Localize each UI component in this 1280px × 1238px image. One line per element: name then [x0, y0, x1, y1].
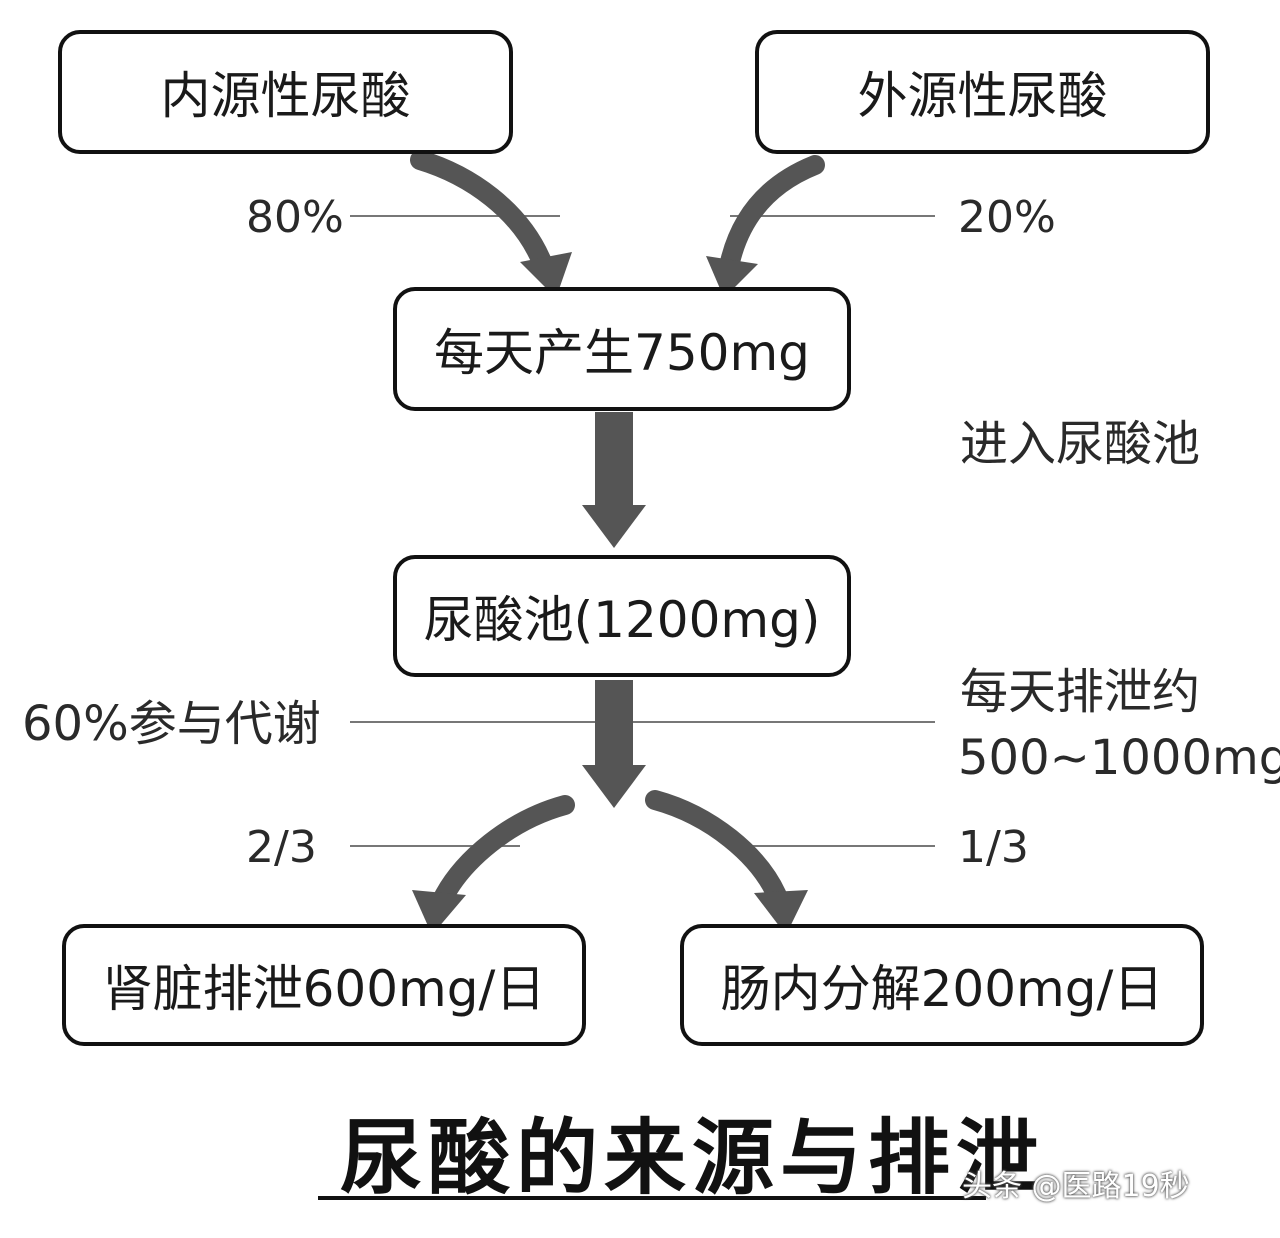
- enter-pool-label: 进入尿酸池: [960, 416, 1201, 472]
- watermark: 头条 @医路19秒: [962, 1169, 1190, 1204]
- arrowhead-pool-down: [582, 765, 646, 808]
- endogenous-share-label: 80%: [246, 192, 344, 243]
- arrowhead-kidney: [412, 890, 466, 935]
- arrow-production-to-pool-shaft: [595, 412, 633, 510]
- endogenous-uric-acid-box: 内源性尿酸: [58, 30, 513, 154]
- daily-production-box: 每天产生750mg: [393, 287, 851, 411]
- daily-production-label: 每天产生750mg: [434, 324, 810, 382]
- intestine-decomposition-box: 肠内分解200mg/日: [680, 924, 1204, 1046]
- exogenous-uric-acid-box: 外源性尿酸: [755, 30, 1210, 154]
- arrow-to-kidney: [432, 795, 575, 910]
- uric-acid-pool-label: 尿酸池(1200mg): [423, 591, 821, 649]
- title-underline: [318, 1196, 986, 1200]
- metabolism-label: 60%参与代谢: [22, 696, 321, 752]
- arrow-pool-down-shaft: [595, 680, 633, 770]
- arrow-exogenous-to-production: [720, 155, 825, 272]
- arrowhead-production-to-pool: [582, 505, 646, 548]
- arrowhead-exogenous: [706, 256, 758, 298]
- arrow-to-intestine: [645, 790, 788, 908]
- endogenous-uric-acid-label: 内源性尿酸: [160, 67, 411, 125]
- kidney-excretion-box: 肾脏排泄600mg/日: [62, 924, 586, 1046]
- kidney-excretion-label: 肾脏排泄600mg/日: [102, 960, 546, 1018]
- daily-excretion-line1: 每天排泄约: [960, 664, 1201, 720]
- arrowhead-intestine: [754, 890, 808, 935]
- arrow-endogenous-to-production: [410, 150, 552, 272]
- uric-acid-pool-box: 尿酸池(1200mg): [393, 555, 851, 677]
- exogenous-share-label: 20%: [958, 192, 1056, 243]
- kidney-share-label: 2/3: [246, 822, 317, 873]
- intestine-decomposition-label: 肠内分解200mg/日: [720, 960, 1164, 1018]
- intestine-share-label: 1/3: [958, 822, 1029, 873]
- diagram-title: 尿酸的来源与排泄: [340, 1111, 1045, 1206]
- daily-excretion-line2: 500~1000mg: [958, 730, 1280, 786]
- exogenous-uric-acid-label: 外源性尿酸: [857, 67, 1108, 125]
- arrowhead-endogenous: [520, 252, 572, 298]
